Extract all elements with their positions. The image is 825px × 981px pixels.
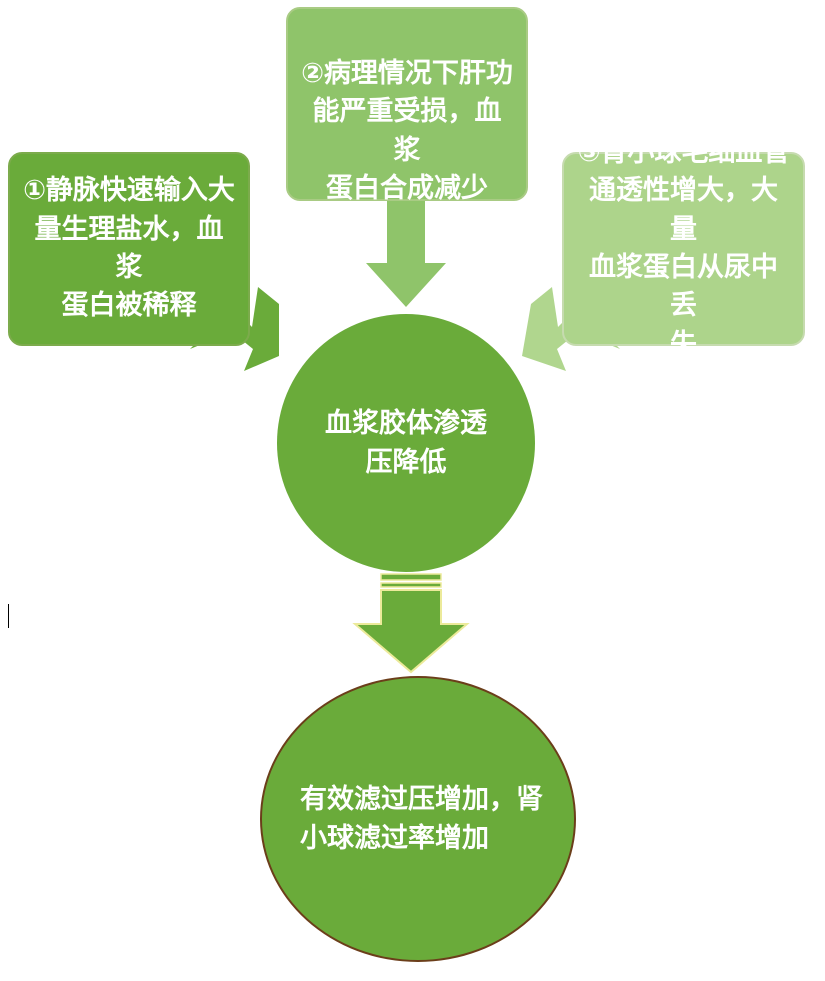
result-circle-line-1: 有效滤过压增加，肾 [300, 783, 543, 815]
cause-box-3-line-2: 通透性增大，大量 [589, 175, 778, 245]
arrow-down-icon [352, 573, 470, 674]
cause-box-2: ②病理情况下肝功 能严重受损，血浆 蛋白合成减少 [286, 7, 528, 204]
cause-box-3-text: ③肾小球毛细血管 通透性增大，大量 血浆蛋白从尿中丢 失 [576, 134, 791, 364]
cause-box-3-line-1: ③肾小球毛细血管 [577, 137, 790, 169]
center-circle-line-1: 血浆胶体渗透 [325, 407, 487, 439]
cause-box-2-text: ②病理情况下肝功 能严重受损，血浆 蛋白合成减少 [300, 55, 514, 208]
center-circle: 血浆胶体渗透 压降低 [277, 314, 535, 572]
cause-box-3-line-3: 血浆蛋白从尿中丢 [589, 252, 778, 322]
cause-box-2-line-2: 能严重受损，血浆 [312, 96, 502, 166]
center-circle-line-2: 压降低 [365, 447, 447, 478]
result-circle-line-2: 小球滤过率增加 [300, 823, 489, 854]
cause-box-1-text: ①静脉快速输入大 量生理盐水，血浆 蛋白被稀释 [22, 172, 236, 325]
cause-box-2-line-1: ②病理情况下肝功 [301, 58, 513, 89]
cause-box-1-line-2: 量生理盐水，血浆 [34, 213, 224, 283]
cause-box-1-line-1: ①静脉快速输入大 [23, 175, 235, 207]
cause-box-1-line-3: 蛋白被稀释 [61, 290, 197, 322]
cause-box-1: ①静脉快速输入大 量生理盐水，血浆 蛋白被稀释 [8, 152, 250, 346]
text-cursor [8, 604, 9, 628]
cause-box-3-line-4: 失 [670, 328, 697, 360]
cause-box-3: ③肾小球毛细血管 通透性增大，大量 血浆蛋白从尿中丢 失 [562, 137, 805, 360]
arrow-down-icon [366, 201, 446, 307]
result-circle: 有效滤过压增加，肾 小球滤过率增加 [260, 676, 576, 962]
cause-box-2-line-3: 蛋白合成减少 [326, 172, 488, 204]
result-circle-text: 有效滤过压增加，肾 小球滤过率增加 [300, 780, 543, 858]
center-circle-text: 血浆胶体渗透 压降低 [325, 404, 487, 482]
